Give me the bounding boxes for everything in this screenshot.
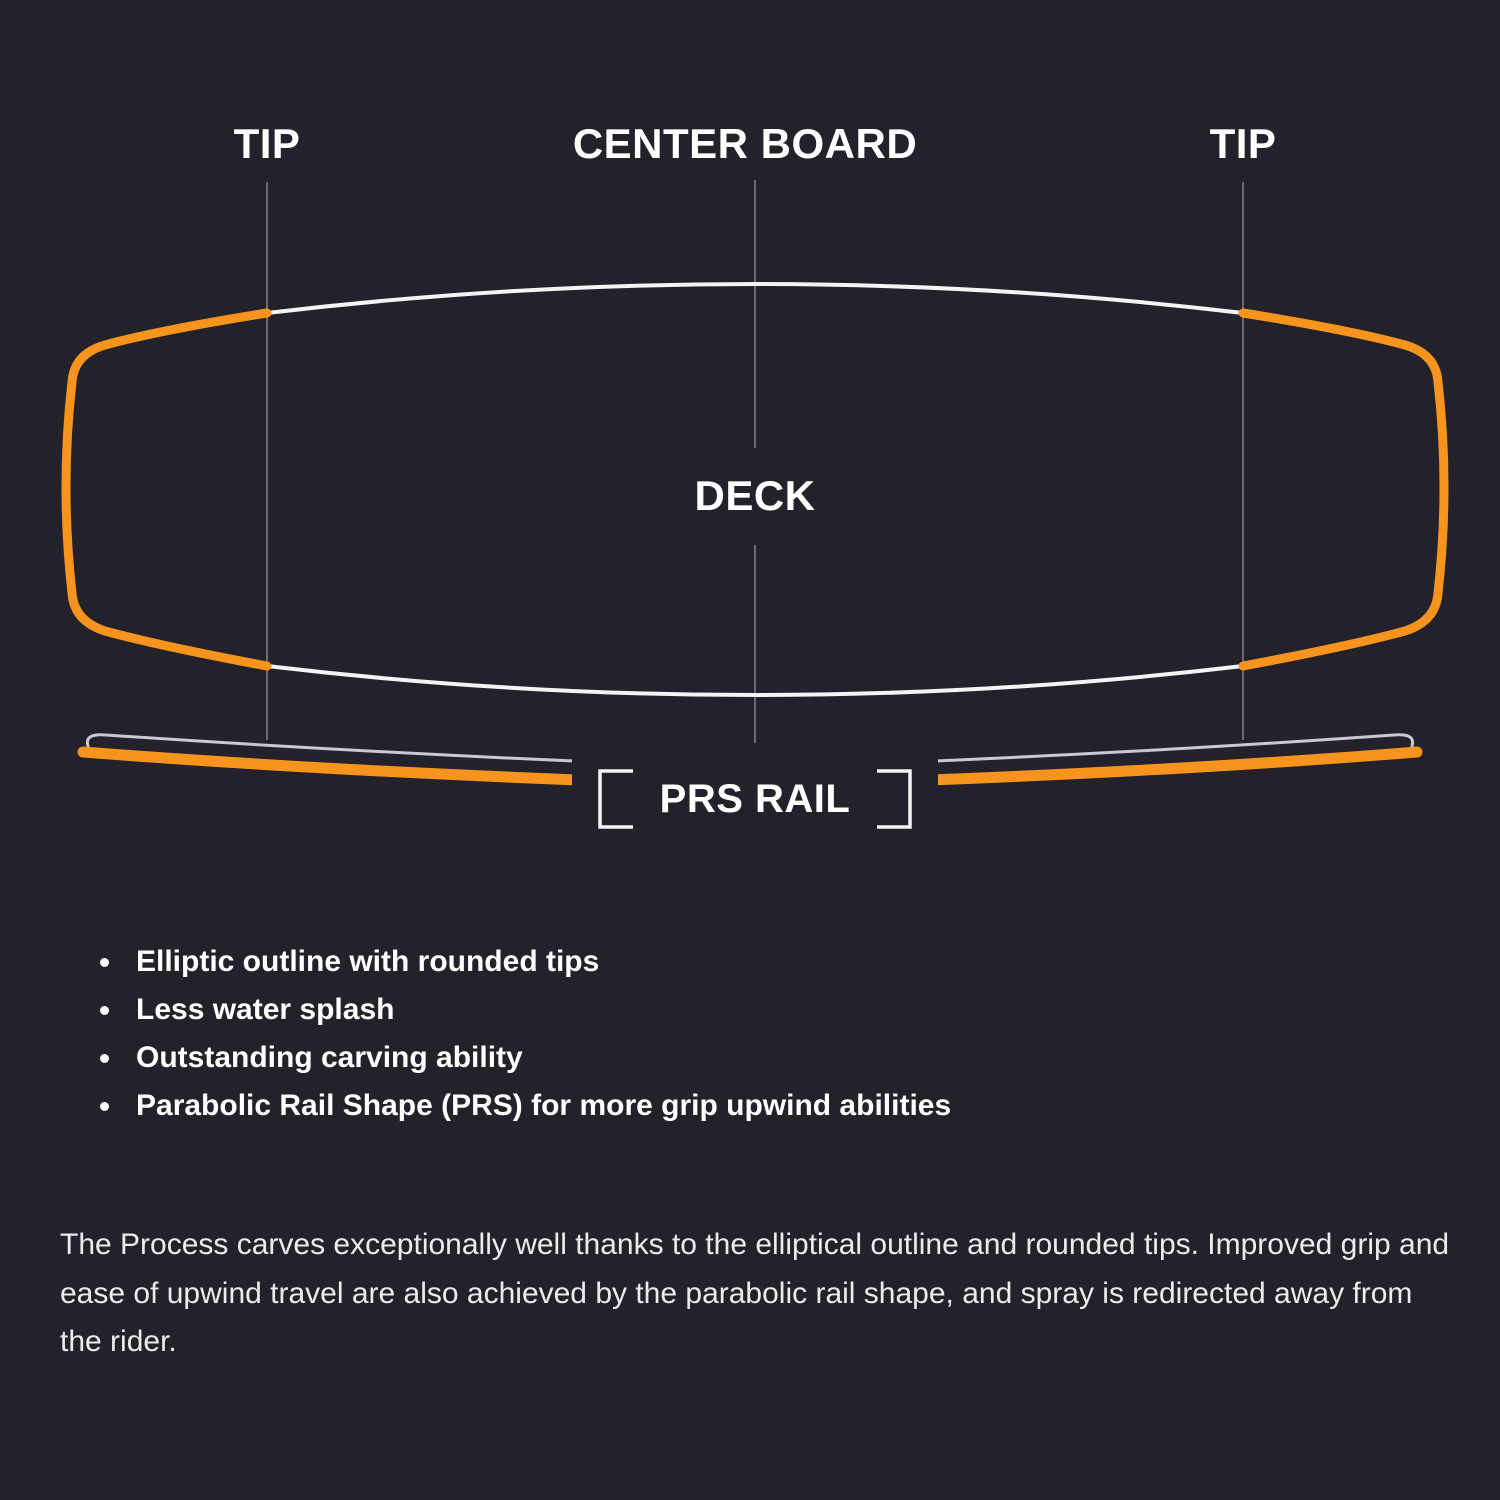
center-board-label: CENTER BOARD [573,120,917,167]
feature-text: Elliptic outline with rounded tips [136,945,600,978]
feature-text: Outstanding carving ability [136,1041,523,1074]
bullet-dot [100,1053,109,1063]
right-bracket-icon [877,769,912,829]
board-top-edge-line [265,282,1245,315]
tip-right-label: TIP [1210,120,1277,167]
feature-list: Elliptic outline with rounded tips Less … [100,938,951,1130]
left-bracket-icon [598,769,633,829]
feature-item: Less water splash [100,986,951,1034]
board-bottom-edge-line [265,664,1245,697]
rail-right-orange-outline [1238,308,1449,671]
rail-left-orange-outline [61,308,272,671]
bullet-dot [100,1101,109,1111]
feature-item: Parabolic Rail Shape (PRS) for more grip… [100,1082,951,1130]
feature-item: Elliptic outline with rounded tips [100,938,951,986]
feature-text: Less water splash [136,993,395,1026]
prs-rail-label-backdrop [572,748,938,836]
tip-left-label: TIP [234,120,301,167]
feature-item: Outstanding carving ability [100,1034,951,1082]
board-diagram: TIP CENTER BOARD TIP DECK PRS RAIL [61,120,1449,836]
description-paragraph: The Process carves exceptionally well th… [60,1228,1450,1358]
deck-label: DECK [694,472,815,519]
bullet-dot [100,957,109,967]
prs-rail-label: PRS RAIL [660,777,851,821]
bullet-dot [100,1005,109,1015]
feature-text: Parabolic Rail Shape (PRS) for more grip… [136,1089,952,1122]
